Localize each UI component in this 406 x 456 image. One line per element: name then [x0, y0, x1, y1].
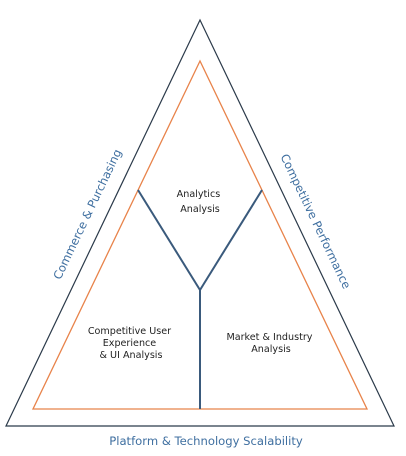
divider-lines	[137, 189, 263, 409]
region-right-line-2: Analysis	[251, 344, 291, 355]
side-label-competitive-performance: Competitive Performance	[278, 152, 354, 291]
side-label-platform-technology-scalability: Platform & Technology Scalability	[109, 434, 303, 448]
region-top-line-2: Analysis	[180, 204, 220, 215]
region-analytics-analysis: Analytics Analysis	[177, 189, 224, 215]
region-left-line-1: Competitive User	[88, 326, 171, 337]
region-market-industry-analysis: Market & Industry Analysis	[226, 332, 315, 355]
region-right-line-1: Market & Industry	[226, 332, 312, 343]
side-label-commerce-purchasing: Commerce & Purchasing	[50, 147, 124, 282]
outer-triangle	[5, 18, 395, 427]
region-top-line-1: Analytics	[177, 189, 221, 200]
region-competitive-ux-ui-analysis: Competitive User Experience & UI Analysi…	[88, 326, 174, 361]
region-left-line-3: & UI Analysis	[100, 350, 163, 361]
divider-right-branch	[199, 189, 263, 291]
region-left-line-2: Experience	[103, 338, 157, 349]
divider-left-branch	[137, 189, 201, 291]
